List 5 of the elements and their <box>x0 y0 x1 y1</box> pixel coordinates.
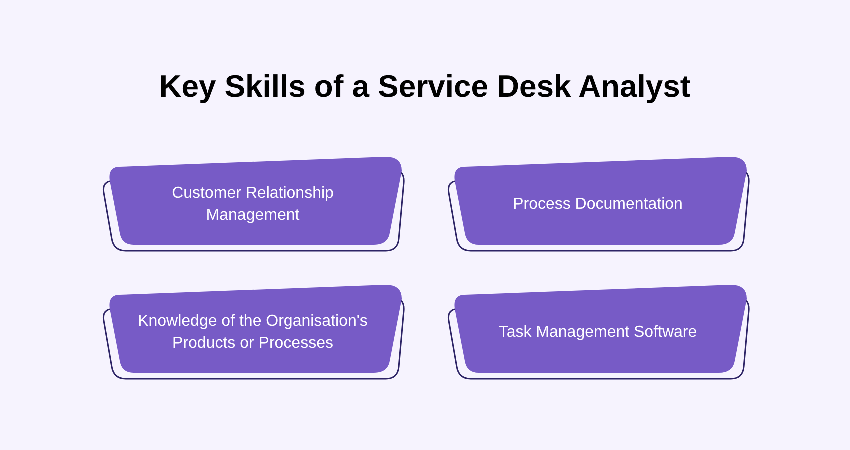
skill-label: Task Management Software <box>498 323 698 343</box>
skill-label: Customer Relationship Management <box>171 184 335 226</box>
skill-label: Knowledge of the Organisation's Products or Processes <box>138 312 368 354</box>
title: Key Skills of a Service Desk Analyst <box>158 68 692 106</box>
skill-label: Process Documentation <box>513 195 683 215</box>
